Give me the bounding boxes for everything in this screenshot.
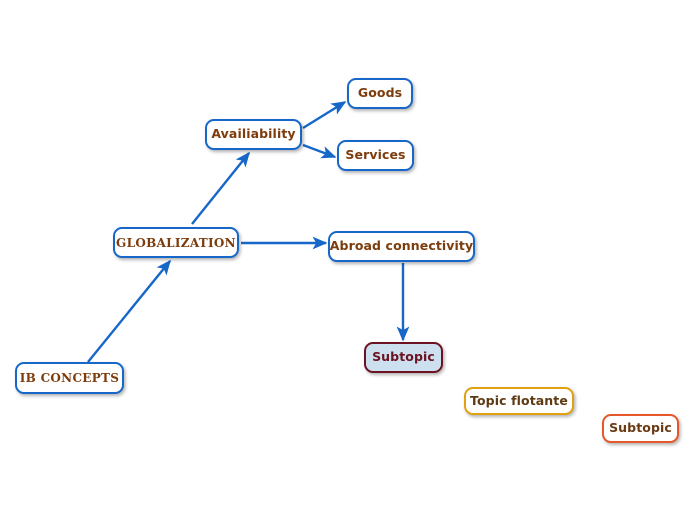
node-ib-concepts[interactable]: IB CONCEPTS [15, 362, 124, 394]
edge-globalization-to-availiability [191, 151, 250, 225]
edge-availiability-to-services [302, 143, 337, 159]
node-topic-flotante[interactable]: Topic flotante [464, 387, 574, 415]
node-label: Abroad connectivity [329, 238, 474, 254]
node-availiability[interactable]: Availiability [205, 119, 302, 150]
node-label: Goods [357, 85, 403, 101]
node-subtopic-orange[interactable]: Subtopic [602, 414, 679, 443]
node-label: Services [345, 147, 406, 163]
node-services[interactable]: Services [337, 140, 414, 171]
node-label: Topic flotante [470, 392, 568, 408]
node-abroad-connectivity[interactable]: Abroad connectivity [328, 231, 475, 262]
node-label: Subtopic [372, 349, 435, 365]
edge-availiability-to-goods [302, 100, 347, 130]
node-goods[interactable]: Goods [347, 78, 413, 109]
node-label: GLOBALIZATION [116, 235, 236, 250]
node-label: Availiability [211, 126, 296, 142]
node-globalization[interactable]: GLOBALIZATION [113, 227, 239, 258]
node-label: Subtopic [609, 420, 672, 436]
node-label: IB CONCEPTS [19, 371, 120, 385]
node-subtopic-selected[interactable]: Subtopic [364, 342, 443, 373]
edge-ib-to-globalization [87, 259, 171, 363]
